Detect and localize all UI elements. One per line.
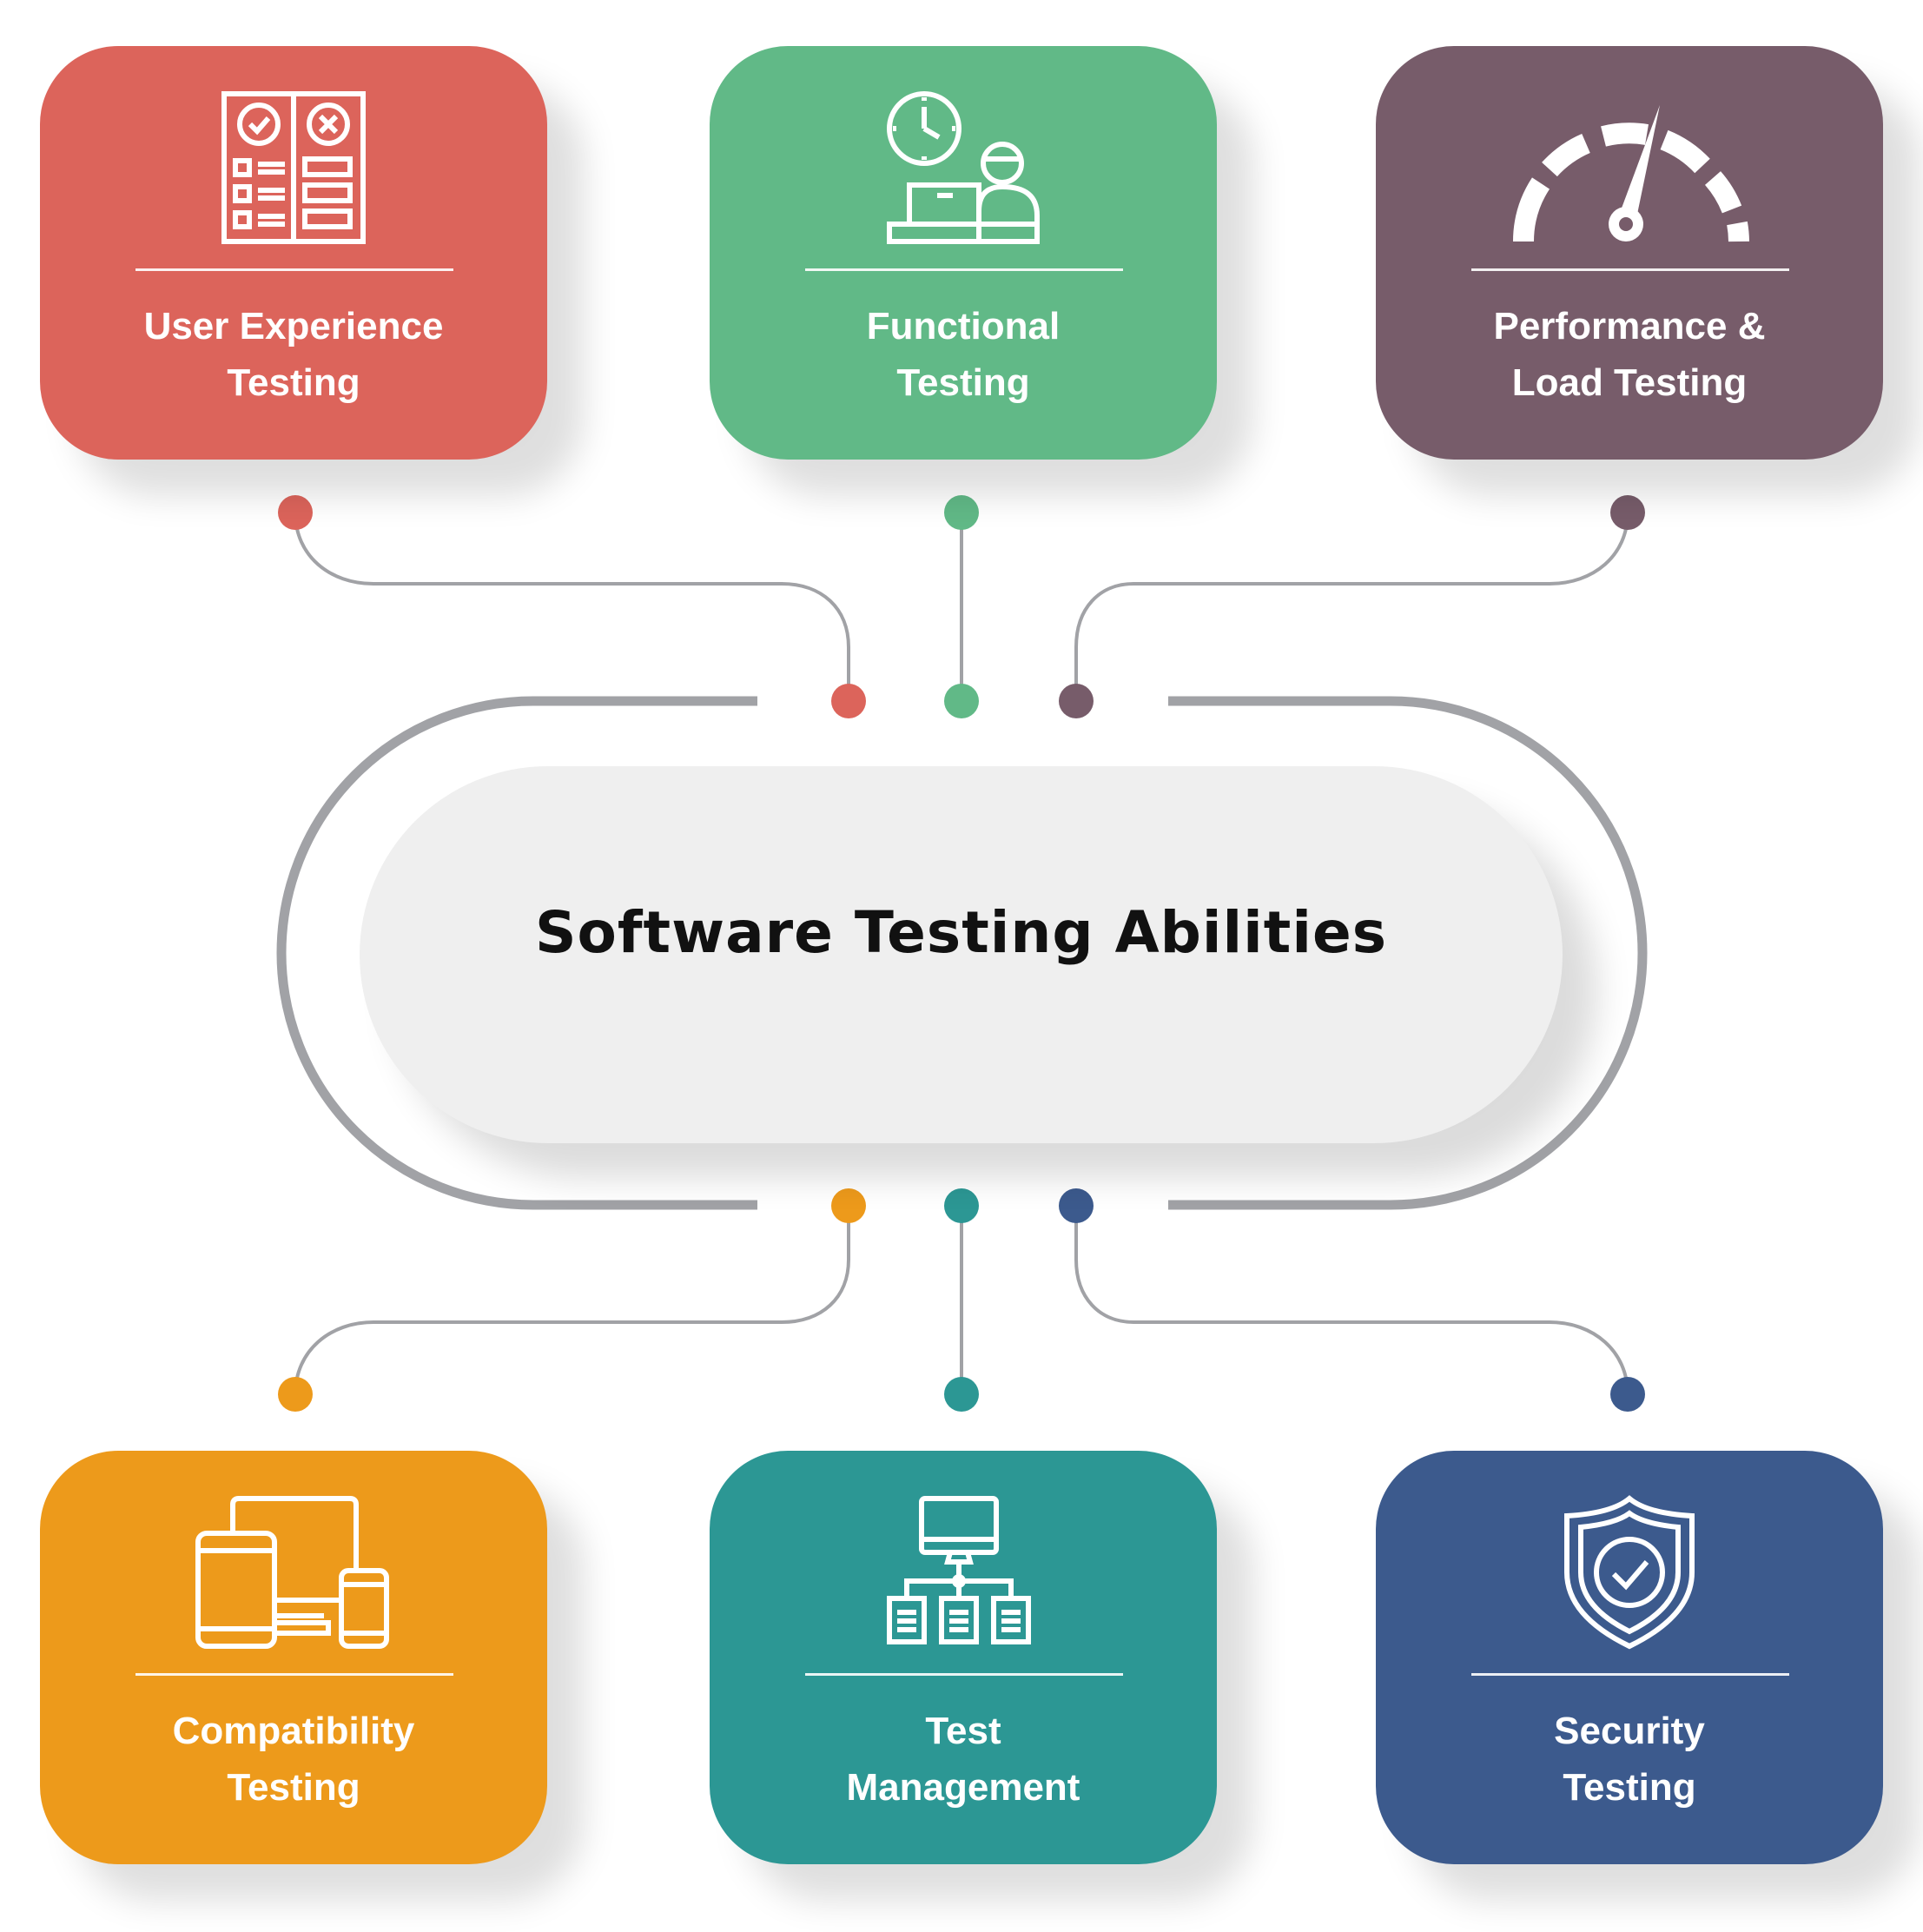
clock-person-laptop-icon bbox=[710, 81, 1217, 255]
connector-1 bbox=[294, 512, 850, 699]
card-divider bbox=[805, 1673, 1123, 1676]
card-divider bbox=[135, 1673, 453, 1676]
card-label-line-2: Testing bbox=[227, 1766, 360, 1809]
dot-3-top bbox=[1610, 495, 1645, 530]
outer-track-top-left bbox=[276, 696, 757, 1210]
card-label: Test Management bbox=[710, 1703, 1217, 1816]
multi-device-icon bbox=[40, 1485, 547, 1659]
card-label-line-2: Testing bbox=[227, 361, 360, 404]
card-label: Functional Testing bbox=[710, 298, 1217, 411]
card-test-management: Test Management bbox=[710, 1451, 1217, 1864]
card-label: Security Testing bbox=[1376, 1703, 1883, 1816]
card-label: Performance & Load Testing bbox=[1376, 298, 1883, 411]
card-divider bbox=[805, 268, 1123, 271]
card-label-line-1: Test bbox=[925, 1710, 1001, 1752]
card-divider bbox=[1471, 268, 1789, 271]
dot-5-bottom bbox=[944, 1377, 979, 1412]
dot-2-bottom bbox=[944, 684, 979, 718]
checklist-board-icon bbox=[40, 81, 547, 255]
monitor-hierarchy-icon bbox=[710, 1485, 1217, 1659]
card-functional-testing: Functional Testing bbox=[710, 46, 1217, 460]
diagram-title: Software Testing Abilities bbox=[534, 898, 1388, 966]
card-label-line-2: Testing bbox=[896, 361, 1030, 404]
card-label: User Experience Testing bbox=[40, 298, 547, 411]
card-divider bbox=[1471, 1673, 1789, 1676]
card-label-line-1: Security bbox=[1554, 1710, 1705, 1752]
dot-1-bottom bbox=[831, 684, 866, 718]
card-divider bbox=[135, 268, 453, 271]
card-label-line-2: Load Testing bbox=[1511, 361, 1748, 404]
card-label-line-1: Functional bbox=[866, 305, 1061, 347]
card-label-line-1: User Experience bbox=[143, 305, 444, 347]
card-label-line-2: Management bbox=[846, 1766, 1080, 1809]
card-label-line-1: Compatibility bbox=[172, 1710, 415, 1752]
connector-4 bbox=[294, 1205, 850, 1395]
dot-5-top bbox=[944, 1188, 979, 1223]
dot-1-top bbox=[278, 495, 313, 530]
shield-check-icon bbox=[1376, 1485, 1883, 1659]
card-compatibility-testing: Compatibility Testing bbox=[40, 1451, 547, 1864]
dot-3-bottom bbox=[1059, 684, 1094, 718]
connector-6 bbox=[1074, 1205, 1629, 1395]
dot-2-top bbox=[944, 495, 979, 530]
connector-3 bbox=[1074, 512, 1629, 699]
card-label-line-2: Testing bbox=[1563, 1766, 1696, 1809]
card-label: Compatibility Testing bbox=[40, 1703, 547, 1816]
card-label-line-1: Performance & bbox=[1493, 305, 1766, 347]
card-user-experience-testing: User Experience Testing bbox=[40, 46, 547, 460]
speedometer-gauge-icon bbox=[1376, 81, 1883, 255]
dot-6-top bbox=[1059, 1188, 1094, 1223]
dot-4-bottom bbox=[278, 1377, 313, 1412]
dot-6-bottom bbox=[1610, 1377, 1645, 1412]
card-security-testing: Security Testing bbox=[1376, 1451, 1883, 1864]
card-performance-load-testing: Performance & Load Testing bbox=[1376, 46, 1883, 460]
dot-4-top bbox=[831, 1188, 866, 1223]
outer-track-top-right bbox=[1168, 696, 1648, 1210]
center-pill: Software Testing Abilities bbox=[360, 766, 1563, 1143]
